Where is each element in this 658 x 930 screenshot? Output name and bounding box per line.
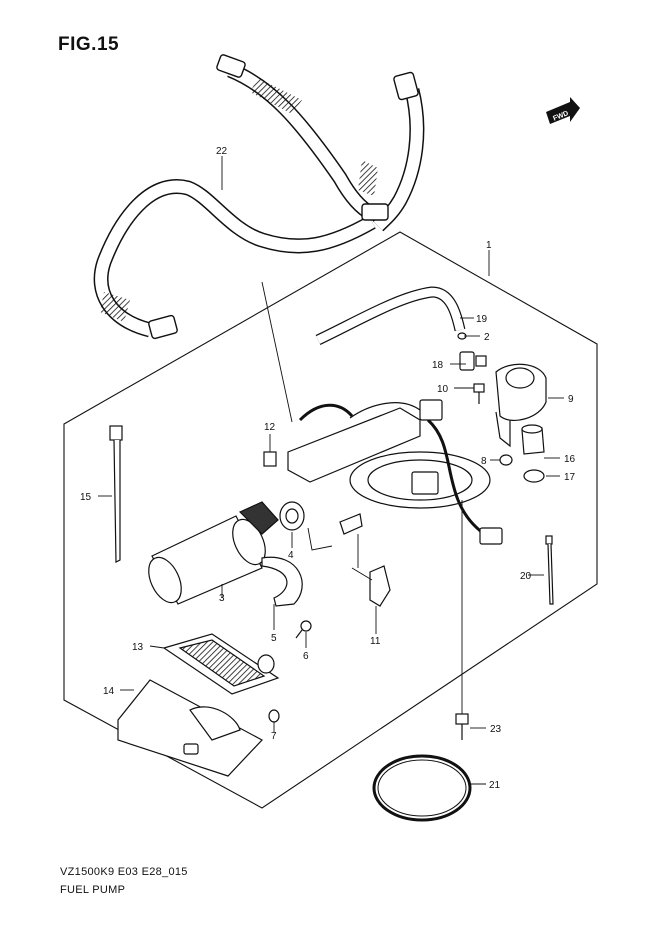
bolt-23 <box>455 713 469 740</box>
callout-9: 9 <box>568 394 574 405</box>
callout-16: 16 <box>564 454 576 465</box>
clip-17 <box>523 469 545 483</box>
holder-11 <box>369 565 391 607</box>
callout-5: 5 <box>271 633 277 644</box>
filter-holder <box>117 679 263 777</box>
footer-name: FUEL PUMP <box>60 884 126 896</box>
fuel-pump <box>148 501 279 605</box>
joint-18 <box>459 351 487 371</box>
forward-arrow-icon: FWD <box>546 97 580 124</box>
pump-clamp <box>261 556 303 607</box>
callout-11: 11 <box>370 636 381 647</box>
assembly-outline <box>63 231 598 809</box>
cable-tie-20 <box>545 535 554 605</box>
footer-code: VZ1500K9 E03 E28_015 <box>60 866 188 878</box>
callout-14: 14 <box>103 686 115 697</box>
callout-17: 17 <box>564 472 576 483</box>
fuel-filter <box>162 633 280 695</box>
callout-4: 4 <box>288 550 294 561</box>
callout-21: 21 <box>489 780 501 791</box>
callout-12: 12 <box>264 422 276 433</box>
figure-title: FIG.15 <box>58 34 120 55</box>
cushion-7 <box>268 709 280 723</box>
bolt-10 <box>473 383 485 404</box>
callout-1: 1 <box>486 240 492 251</box>
fitting-16 <box>521 424 545 455</box>
callout-8: 8 <box>481 456 487 467</box>
pump-sleeve <box>279 501 363 535</box>
fuel-hose-assembly <box>93 54 425 340</box>
callout-13: 13 <box>132 642 144 653</box>
callout-10: 10 <box>437 384 449 395</box>
clamp-12 <box>263 451 277 467</box>
leader-lines <box>98 156 564 785</box>
screw-6 <box>295 620 312 639</box>
cable-tie-15 <box>109 425 123 563</box>
callout-18: 18 <box>432 360 444 371</box>
callout-2: 2 <box>484 332 490 343</box>
callout-3: 3 <box>219 593 225 604</box>
callout-6: 6 <box>303 651 309 662</box>
o-ring-8 <box>499 454 513 466</box>
callout-23: 23 <box>490 724 502 735</box>
gasket-21 <box>372 754 472 822</box>
callout-20: 20 <box>520 571 532 582</box>
callout-15: 15 <box>80 492 92 503</box>
pump-bracket <box>287 399 503 545</box>
callout-7: 7 <box>271 731 277 742</box>
callout-22: 22 <box>216 146 228 157</box>
pressure-regulator <box>495 363 547 448</box>
callout-labels: 1 2 3 4 5 6 7 8 9 10 11 12 13 14 15 16 1… <box>80 146 576 791</box>
callout-19: 19 <box>476 314 488 325</box>
